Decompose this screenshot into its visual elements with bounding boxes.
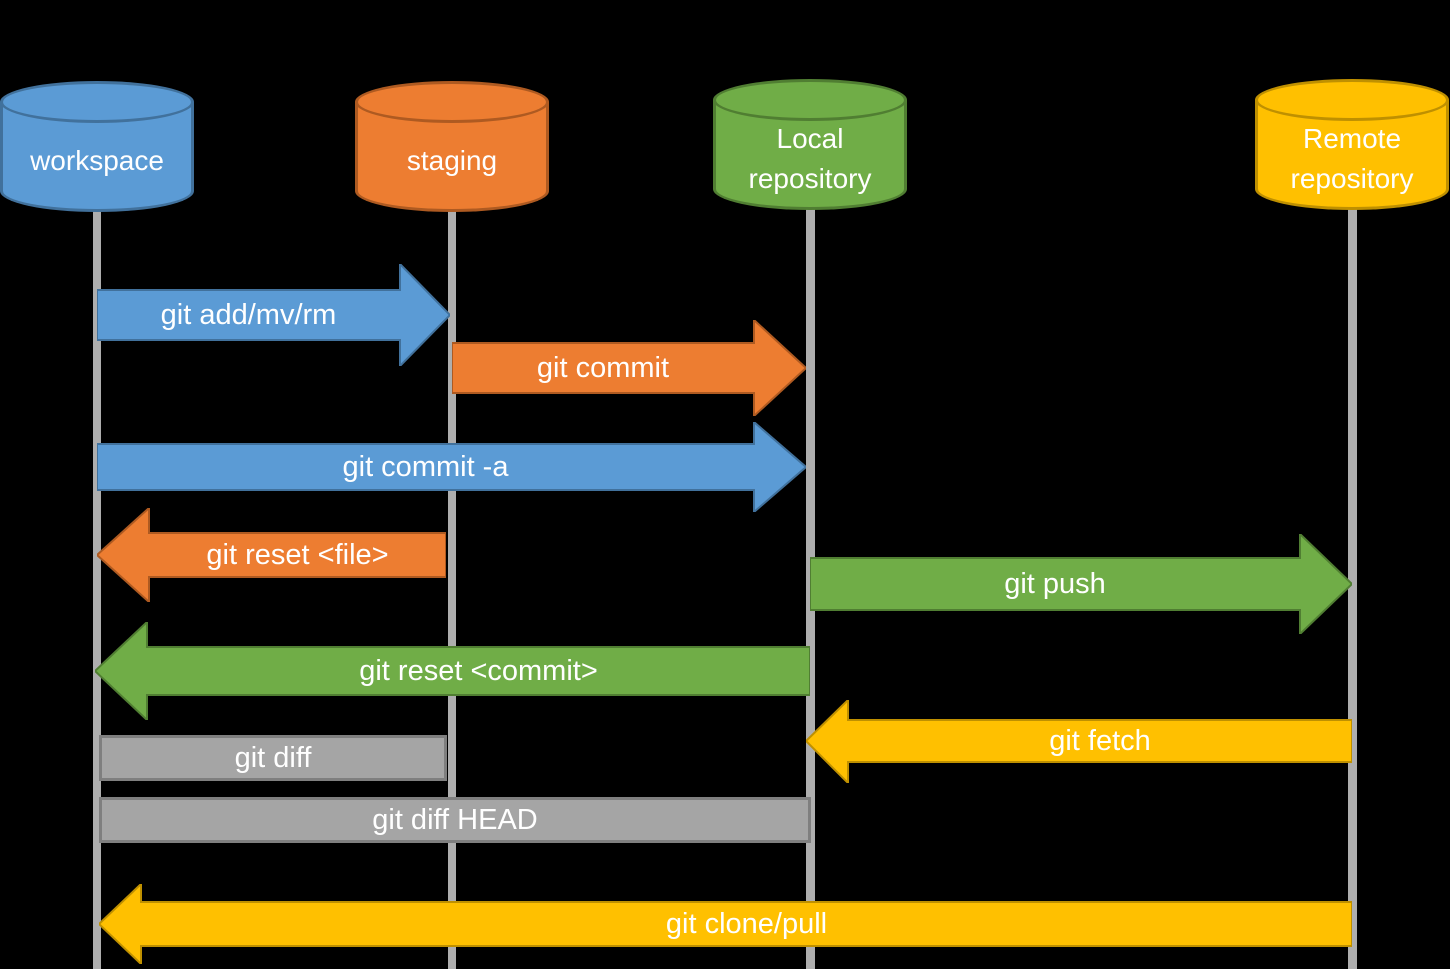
node-staging-label: staging [406,144,498,176]
flow-label: git diff [234,741,312,774]
cylinder-top [1255,79,1449,121]
lifeline-workspace [93,200,101,969]
flow-git-fetch: git fetch [806,700,1352,783]
node-workspace: workspace [0,81,194,212]
flow-label: git commit -a [342,451,509,483]
node-staging: staging [355,81,549,212]
flow-git-commit-a: git commit -a [97,422,806,512]
lifeline-staging [448,200,456,969]
flow-git-diff: git diff [99,735,447,781]
left-arrow-icon [95,622,810,720]
flow-label: git clone/pull [665,908,828,940]
flow-git-push: git push [810,534,1352,634]
cylinder-top [355,81,549,123]
cylinder-top [713,79,907,121]
flow-label: git fetch [1049,725,1151,757]
node-remote-label-line1: Remote [1302,122,1402,154]
flow-label: git reset <file> [206,539,389,571]
left-arrow-icon [99,884,1352,964]
cylinder-body [355,102,549,212]
right-arrow-icon [97,422,806,512]
cylinder-body [713,100,907,210]
flow-label: git push [1004,568,1106,600]
left-arrow-icon [806,700,1352,783]
flow-git-add-mv-rm: git add/mv/rm [97,264,450,366]
node-remote-label-line2: repository [1290,162,1414,194]
flow-label: git diff HEAD [372,803,538,836]
right-arrow-icon [810,534,1352,634]
flow-label: git add/mv/rm [160,299,337,331]
lifeline-remote-repository [1348,198,1357,969]
flow-git-clone-pull: git clone/pull [99,884,1352,964]
node-local-label-line2: repository [748,162,872,194]
flow-label: git commit [536,352,670,384]
flow-git-diff-head: git diff HEAD [99,797,811,843]
node-workspace-label: workspace [30,144,164,176]
flow-label: git reset <commit> [359,655,598,687]
node-local-repository: Local repository [713,79,907,210]
node-local-label-line1: Local [776,122,844,154]
cylinder-top [0,81,194,123]
flow-git-reset-file: git reset <file> [97,508,446,602]
flow-git-commit: git commit [452,320,806,416]
right-arrow-icon [452,320,806,416]
left-arrow-icon [97,508,446,602]
flow-git-reset-commit: git reset <commit> [95,622,810,720]
node-remote-repository: Remote repository [1255,79,1449,210]
right-arrow-icon [97,264,450,366]
